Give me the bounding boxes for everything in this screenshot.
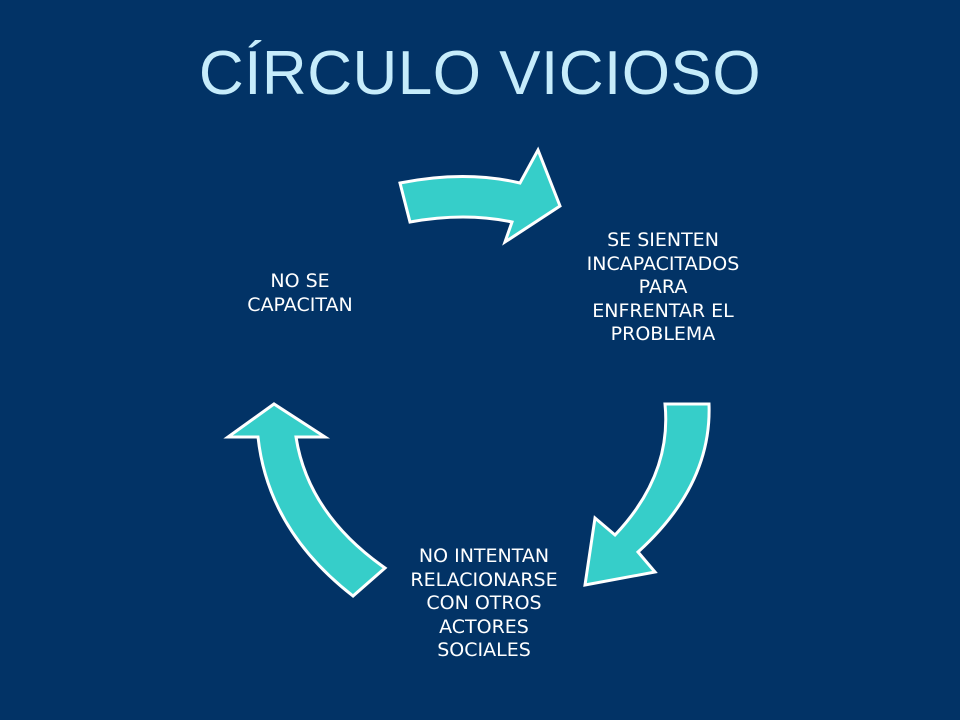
curved-arrow-icon: [223, 402, 388, 598]
curved-arrow-icon: [398, 146, 562, 246]
curved-arrow-icon: [583, 402, 711, 587]
node-label-relacionarse: NO INTENTAN RELACIONARSE CON OTROS ACTOR…: [410, 545, 558, 661]
node-label-incapacitados: SE SIENTEN INCAPACITADOS PARA ENFRENTAR …: [586, 229, 740, 345]
node-label-capacitan: NO SE CAPACITAN: [247, 270, 353, 316]
page-title: CÍRCULO VICIOSO: [198, 39, 762, 108]
